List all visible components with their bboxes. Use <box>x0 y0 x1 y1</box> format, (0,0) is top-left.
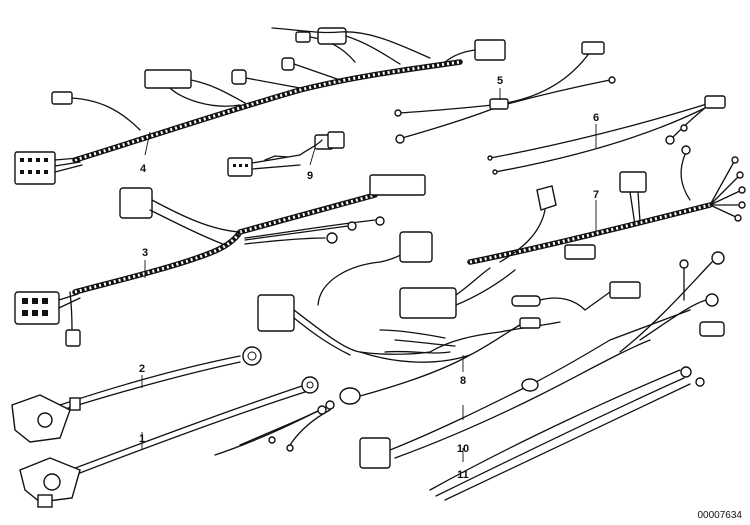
part-label-2: 2 <box>139 363 145 375</box>
harness-5 <box>394 41 616 144</box>
harness-11 <box>429 366 705 501</box>
part-label-5: 5 <box>497 75 503 87</box>
ground-strap-1 <box>19 376 319 508</box>
part-label-4: 4 <box>140 163 147 175</box>
part-label-10: 10 <box>457 443 469 455</box>
connector-9 <box>227 131 345 177</box>
part-label-9: 9 <box>307 170 313 182</box>
harness-10 <box>359 251 725 469</box>
part-label-6: 6 <box>593 112 599 124</box>
ground-strap-2 <box>11 346 262 443</box>
document-number: 00007634 <box>697 510 743 521</box>
part-label-3: 3 <box>142 247 148 259</box>
part-label-8: 8 <box>460 375 466 387</box>
harness-4 <box>14 27 506 185</box>
part-label-7: 7 <box>593 189 599 201</box>
part-label-1: 1 <box>139 433 145 445</box>
part-label-11: 11 <box>457 469 469 481</box>
harness-8 <box>257 231 641 372</box>
harness-6 <box>487 95 726 175</box>
harness-3 <box>14 174 426 347</box>
harness-7 <box>399 145 746 319</box>
harness-grommet <box>214 354 471 456</box>
